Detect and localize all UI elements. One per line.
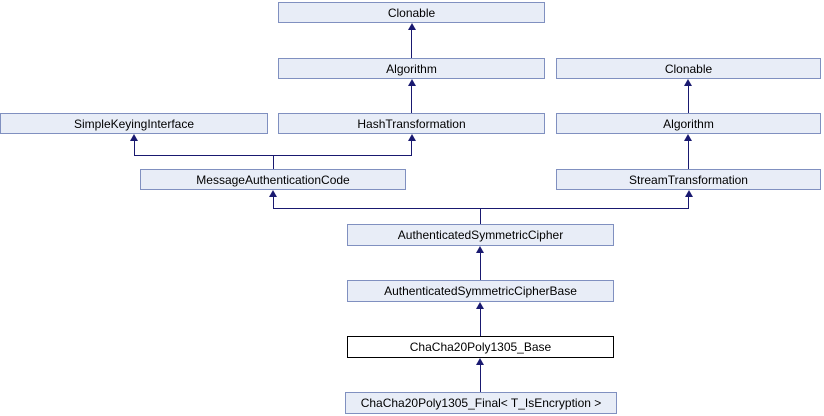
class-node-chacha20poly1305-base-current: ChaCha20Poly1305_Base (347, 336, 614, 358)
inheritance-arrowhead-icon (130, 134, 138, 141)
edge-asc-horizontal-connector (273, 208, 689, 209)
inheritance-arrowhead-icon (476, 358, 484, 365)
edge-mac-to-simplekeyinginterface (134, 140, 135, 156)
edge-mac-to-hashtransformation (411, 140, 412, 156)
class-node-chacha20poly1305-final[interactable]: ChaCha20Poly1305_Final< T_IsEncryption > (345, 392, 617, 414)
inheritance-arrowhead-icon (269, 190, 277, 197)
edge-asc-to-streamtransformation (688, 196, 689, 209)
edge-base-to-ascbase (480, 308, 481, 336)
class-node-hashtransformation[interactable]: HashTransformation (278, 113, 545, 134)
edge-final-to-base (480, 364, 481, 392)
inheritance-arrowhead-icon (476, 246, 484, 253)
inheritance-arrowhead-icon (408, 23, 416, 30)
inheritance-arrowhead-icon (476, 302, 484, 309)
class-node-streamtransformation[interactable]: StreamTransformation (556, 169, 821, 190)
class-node-messageauthenticationcode[interactable]: MessageAuthenticationCode (140, 169, 406, 190)
class-node-authenticatedsymmetriccipherbase[interactable]: AuthenticatedSymmetricCipherBase (347, 280, 614, 302)
edge-streamtransformation-to-algorithm (688, 140, 689, 169)
class-node-clonable-right[interactable]: Clonable (556, 58, 821, 79)
edge-asc-to-mac (273, 196, 274, 209)
class-node-clonable-top[interactable]: Clonable (278, 2, 545, 23)
edge-asc-stem (480, 208, 481, 224)
edge-algorithm-left-to-clonable (411, 29, 412, 58)
inheritance-arrowhead-icon (684, 134, 692, 141)
class-node-authenticatedsymmetriccipher[interactable]: AuthenticatedSymmetricCipher (347, 224, 614, 246)
inheritance-arrowhead-icon (684, 79, 692, 86)
class-node-algorithm-left[interactable]: Algorithm (278, 58, 545, 79)
edge-hashtransformation-to-algorithm (411, 85, 412, 113)
inheritance-arrowhead-icon (685, 190, 693, 197)
edge-ascbase-to-asc (480, 252, 481, 280)
class-node-algorithm-right[interactable]: Algorithm (556, 113, 821, 134)
inheritance-arrowhead-icon (408, 79, 416, 86)
inheritance-arrowhead-icon (408, 134, 416, 141)
edge-algorithm-right-to-clonable (688, 85, 689, 113)
class-node-simplekeyinginterface[interactable]: SimpleKeyingInterface (0, 113, 268, 134)
edge-mac-stem (273, 155, 274, 169)
